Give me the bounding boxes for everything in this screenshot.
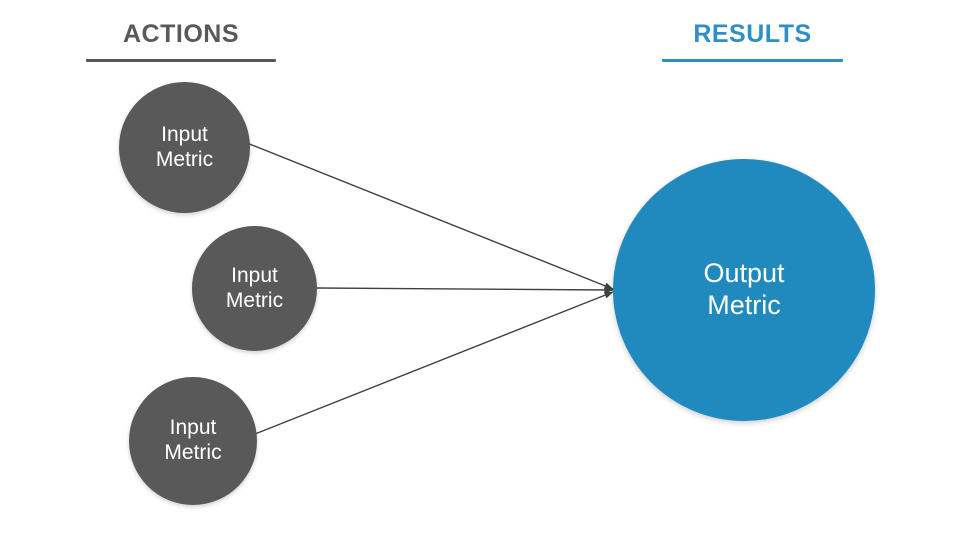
actions-heading-underline [86, 59, 276, 62]
input-metric-node-2-line1: Input [231, 263, 278, 287]
input-metric-node-2-line2: Metric [225, 288, 284, 312]
input-metric-node-2[interactable]: Input Metric [192, 226, 317, 351]
input-metric-node-3-line1: Input [169, 416, 217, 440]
output-metric-node[interactable]: Output Metric [613, 159, 875, 421]
input-metric-node-3-line2: Metric [164, 441, 222, 464]
output-metric-node-line2: Metric [707, 290, 781, 320]
input-metric-node-1[interactable]: Input Metric [119, 82, 250, 213]
input-metric-node-1-line1: Input [161, 122, 208, 146]
actions-column-heading: ACTIONS [123, 20, 239, 48]
results-heading-underline [662, 59, 843, 62]
results-column-heading: RESULTS [693, 20, 812, 48]
output-metric-node-line1: Output [703, 258, 785, 289]
input-metric-node-1-line2: Metric [155, 147, 214, 171]
input-metric-node-3[interactable]: Input Metric [129, 377, 257, 505]
connector-input-2-to-output [316, 286, 614, 294]
